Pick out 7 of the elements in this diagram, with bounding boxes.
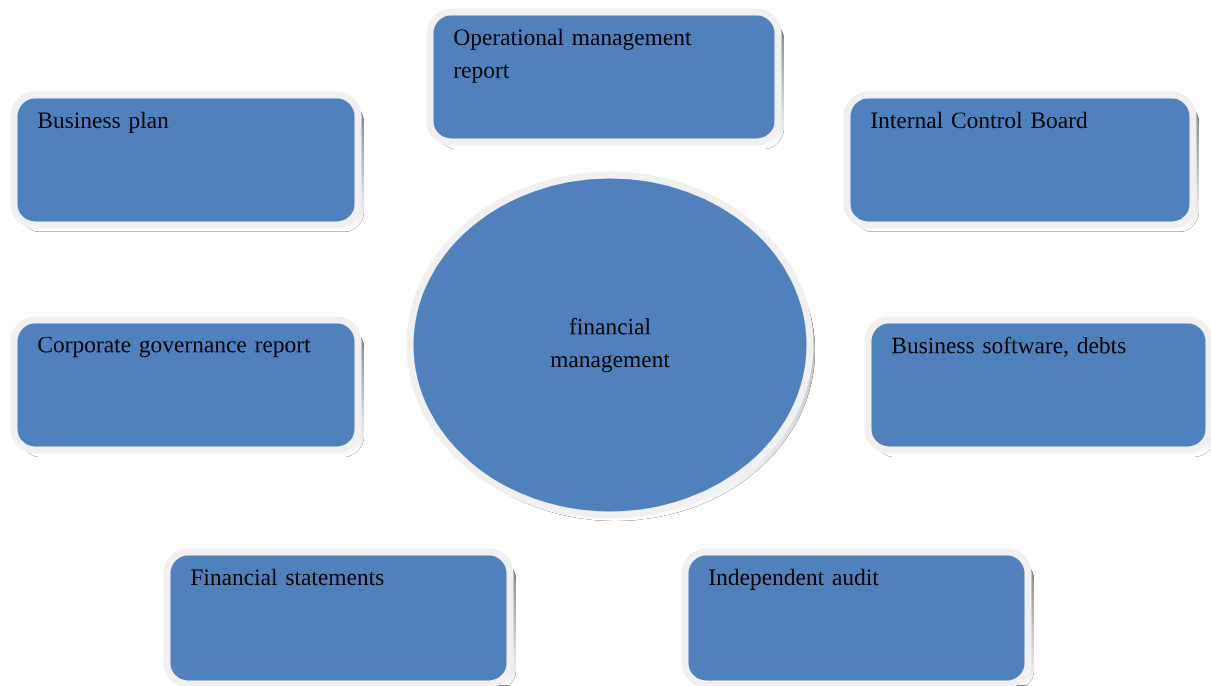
rounded-box: Business plan <box>10 91 364 232</box>
rounded-box: Operational management report <box>426 8 784 149</box>
rounded-box: Internal Control Board <box>843 91 1199 232</box>
rounded-box: Financial statements <box>163 548 516 686</box>
rounded-box: Business software, debts <box>864 316 1211 457</box>
rounded-box: Independent audit <box>681 548 1034 686</box>
rounded-box: Corporate governance report <box>10 316 364 457</box>
